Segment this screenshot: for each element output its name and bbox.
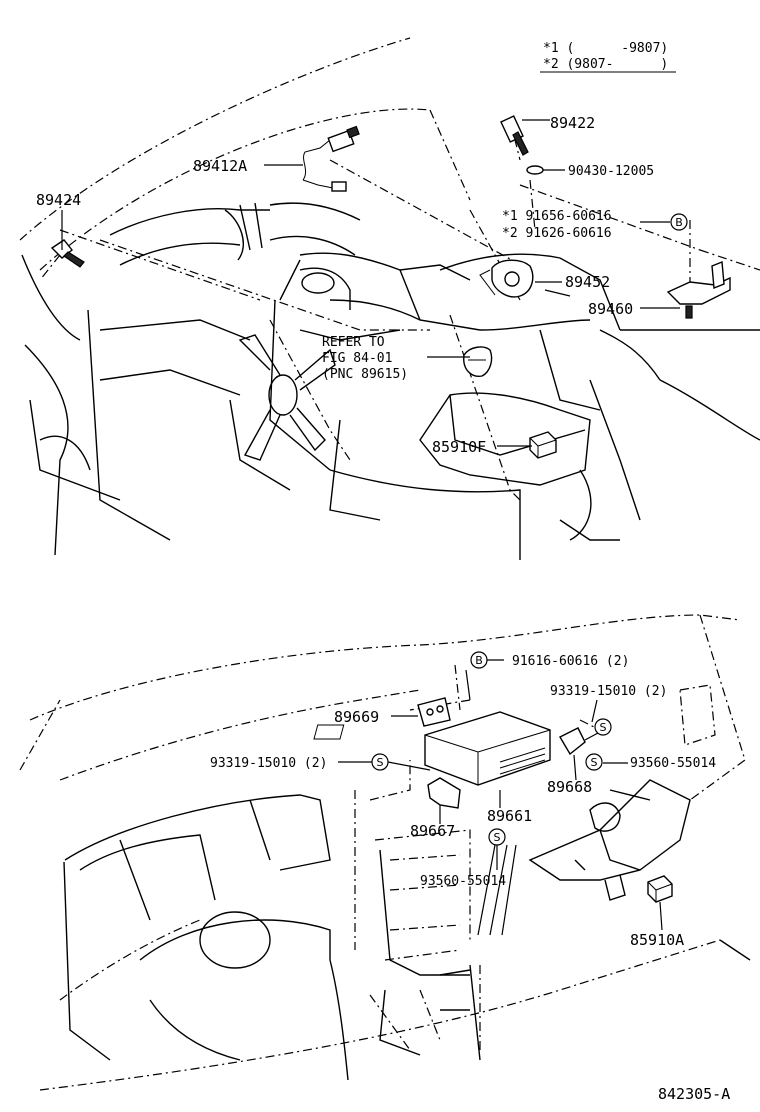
screw-s-symbol-left: [371, 753, 389, 771]
label-89460: 89460: [588, 300, 633, 318]
fan-shape: [238, 334, 336, 461]
screw-s-symbol-right: [585, 753, 603, 771]
figure-number: 842305-A: [658, 1085, 730, 1103]
label-89424: 89424: [36, 191, 81, 209]
screw-s-symbol-right-top-letter: S: [600, 721, 607, 734]
bolt-b-symbol-lower: [470, 651, 488, 669]
label-85910F: 85910F: [432, 438, 486, 456]
part-89412A-shape: [302, 125, 360, 192]
label-93319-15010-upper: 93319-15010 (2): [550, 684, 667, 699]
legend-row-2: *2 (9807- ): [543, 57, 668, 72]
refer-to-line-3: (PNC 89615): [322, 367, 408, 382]
screw-s-symbol-right-top: [594, 718, 612, 736]
part-89615-shape: [463, 346, 493, 377]
bolt-b-symbol: [670, 213, 688, 231]
bracket-89669-shape: [417, 697, 451, 727]
bolt-b-symbol-lower-letter: B: [475, 654, 483, 667]
label-91656-60616: *1 91656-60616: [502, 209, 612, 224]
label-91626-60616: *2 91626-60616: [502, 226, 612, 241]
part-89422-shape: [500, 115, 529, 156]
label-93560-55014-right: 93560-55014: [630, 756, 716, 771]
label-93319-15010-lower: 93319-15010 (2): [210, 756, 327, 771]
label-93560-55014-bottom: 93560-55014: [420, 874, 506, 889]
label-89661: 89661: [487, 807, 532, 825]
label-90430-12005: 90430-12005: [568, 164, 654, 179]
label-85910A: 85910A: [630, 931, 684, 949]
label-89422: 89422: [550, 114, 595, 132]
bracket-89668-shape: [559, 727, 586, 756]
label-89667: 89667: [410, 822, 455, 840]
legend-row-1: *1 ( -9807): [543, 41, 668, 56]
label-89669: 89669: [334, 708, 379, 726]
bracket-89667-shape: [427, 777, 461, 809]
label-91616-60616: 91616-60616 (2): [512, 654, 629, 669]
part-89452-shape: [479, 259, 534, 298]
relay-85910A-shape: [647, 875, 673, 903]
part-89424-shape: [50, 239, 85, 268]
screw-s-symbol-right-letter: S: [591, 756, 598, 769]
label-89668: 89668: [547, 778, 592, 796]
part-90430-shape: [526, 165, 544, 175]
engine-bay-illustration: [19, 37, 760, 560]
dashboard-illustration: [19, 614, 751, 1091]
label-89452: 89452: [565, 273, 610, 291]
part-89460-shape: [666, 261, 731, 319]
ecu-89661-shape: [313, 711, 551, 786]
bolt-b-symbol-letter: B: [675, 216, 683, 229]
screw-s-symbol-bottom-letter: S: [494, 831, 501, 844]
refer-to-line-2: FIG 84-01: [322, 351, 392, 366]
screw-s-symbol-bottom: [488, 828, 506, 846]
refer-to-line-1: REFER TO: [322, 335, 385, 350]
label-89412A: 89412A: [193, 157, 247, 175]
screw-s-symbol-left-letter: S: [377, 756, 384, 769]
part-85910F-shape: [529, 431, 557, 459]
